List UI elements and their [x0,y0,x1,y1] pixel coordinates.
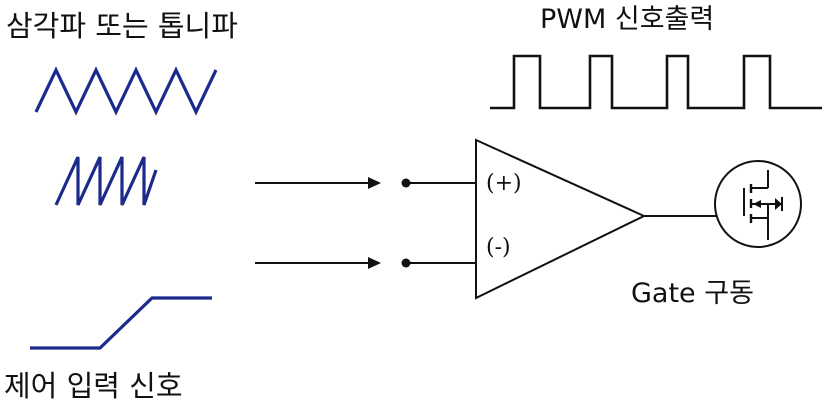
sawtooth-wave [54,156,158,206]
gate-drive-label: Gate 구동 [631,278,754,309]
control-input-waveform [30,296,212,350]
input-arrowhead-minus [368,257,381,269]
comparator-plus-label: (+) [486,171,522,196]
carrier-wave-label: 삼각파 또는 톱니파 [6,9,238,43]
pwm-output-label: PWM 신호출력 [540,4,715,35]
comparator-triangle [475,138,647,300]
pwm-square-wave [490,54,822,110]
control-input-label: 제어 입력 신호 [4,369,183,403]
comparator-minus-label: (-) [486,235,511,260]
triangle-wave [34,66,218,116]
mosfet-icon [714,160,802,248]
input-arrowhead-plus [368,177,381,189]
